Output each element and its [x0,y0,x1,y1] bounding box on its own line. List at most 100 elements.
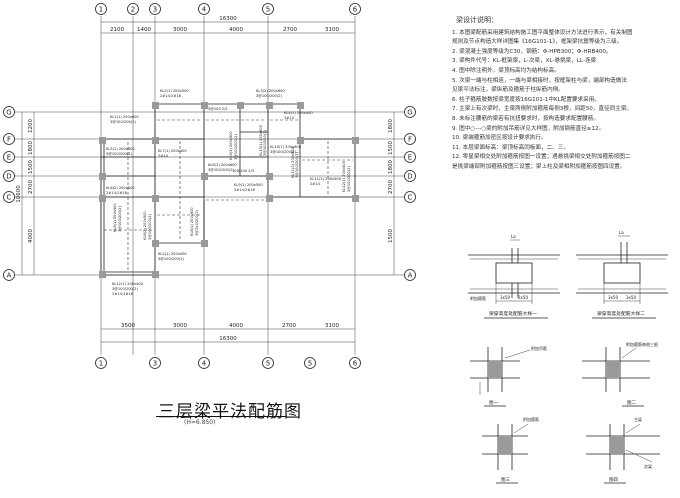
axis-label: F [408,136,412,144]
callout: 次梁 [644,463,652,469]
axis-label: 5 [266,360,270,368]
detail-caption: 梁穿高度处配筋大样二 [597,310,645,317]
note-item: 8. 未标注腰筋的梁若有抗扭要求时，按构造要求配置腰筋。 [452,115,599,122]
dimension: 2100 [110,27,124,33]
note-item: 1. 本图梁配筋采用建筑结构施工图平面整体设计方法进行表示，有关制图 [452,29,633,36]
detail-opening-2: La 3x50 3x50 梁穿高度处配筋大样二 [576,230,668,319]
axis-label: E [408,154,412,162]
beam-label: 10@100 2/3 [232,169,254,173]
beam-label: KL1(1) 200x600 [110,115,139,119]
axis-label: D [407,173,412,181]
axis-label: 3 [153,360,157,368]
beam-label: KL6(2) 200x500 [143,211,147,240]
dimension: 1400 [137,27,151,33]
beam-label: 2#14;2#16 [234,188,256,192]
dimension: 3000 [173,323,187,329]
axis-label: D [6,173,11,181]
beam-plan: KL1(1) 200x600 3@100/200(2) KL2(1) 200x5… [99,89,359,296]
dimension: 3500 [121,323,135,329]
dim-label: 3x50 [500,295,510,300]
note-item: 规则及节点构造大样详图集《16G101-1》，框架梁抗震等级为三级。 [452,39,623,46]
beam-label: KL3(2) 200x600 [256,89,285,93]
dimension: 1800 [388,160,394,174]
beam-label: 3@100/200(2) [106,152,132,156]
beam-label: 2#14 [158,154,169,158]
axis-label: E [7,154,11,162]
note-item: 9. 图中○---○梁的附加吊筋详见大样图，附加钢筋直径≥12。 [452,125,605,132]
beam-label: 5@100 2/2 [208,107,228,111]
dimension: 1500 [388,141,394,155]
axis-label: 5 [308,360,312,368]
axis-label: A [408,272,413,280]
beam-label: KL2(1) 200x500 [158,252,187,256]
dim-label: 附加箍筋 [470,295,486,301]
dimension-total: 16300 [219,16,237,22]
dim-label: La [619,230,624,235]
beam-label: 3@100/200(2) [148,214,152,240]
fig-caption: 图三 [501,477,510,483]
beam-label: 3@100/200(2) [270,150,296,154]
beam-label: 3@100/200(2) [347,166,351,192]
note-item: 6. 柱子箍筋肢数按梁宽度按16G101-1中KL配置要求采用。 [452,96,600,103]
fig-caption: 图四 [609,477,618,483]
beam-label: KL8(1) 200x600 [190,207,194,236]
dimension-lines: 16300 2100 1400 3000 4000 2700 3100 3500… [16,16,395,343]
note-item: 见梁平法标注，梁纵筋及箍筋于柱纵筋内侧。 [452,87,564,94]
beam-label: KL11(2) 200x500 [291,146,295,178]
dimension: 4000 [28,229,34,243]
beam-label: KL4(1) 200x400 [284,111,313,115]
axis-label: F [7,136,11,144]
beam-label: KL8(1) 200x600 [208,163,237,167]
dim-label: 3x50 [608,295,618,300]
beam-label: 2#14;2#16 [112,292,134,296]
callout: 附加吊筋 [531,345,547,351]
title-underline [156,416,286,417]
drawing-title: 三层梁平法配筋图 [158,402,302,422]
dimension: 1500 [28,160,34,174]
dimension: 1800 [28,141,34,155]
dimension: 10600 [16,185,22,203]
axis-label: 1 [99,6,103,14]
beam-label: KL9(1) 200x500 [229,131,233,160]
axis-label: C [408,194,413,202]
beam-label: 3@100/200(2) [263,130,267,156]
detail-figure-4: 主梁 次梁 图四 [586,416,660,484]
dimension: 2700 [388,180,394,194]
dimension: 3100 [325,27,339,33]
dimension: 4000 [229,27,243,33]
beam-label: KL2(1) 200x500 [160,89,189,93]
dimension: 3100 [325,323,339,329]
dimension-total: 16300 [219,336,237,342]
design-notes: 梁设计说明： 1. 本图梁配筋采用建筑结构施工图平面整体设计方法进行表示，有关制… [452,16,677,173]
axis-label: 1 [99,360,103,368]
detail-opening-1: La 3x50 3x50 附加箍筋 梁穿高度处配筋大样一 [468,234,560,319]
note-item: 是挑梁端部附加箍筋按图三设置；梁上柱及梁相附加箍筋按图四设置。 [452,163,626,170]
dimension: 2700 [283,27,297,33]
drawing-subtitle: (H=6.850) [184,419,216,426]
beam-label: KL6(2) 200x500 [106,186,135,190]
axis-label: 3 [153,6,157,14]
beam-label: 3@100/200(2) [295,152,299,178]
callout: 附加箍筋每侧三根 [626,341,658,347]
beam-label: KL10(1) 200x600 [270,145,302,149]
beam-label: 3@100/200(2) [158,257,184,261]
note-item: 4. 图中除注明外，梁顶标高均为结构标高。 [452,67,560,74]
dimension: 2700 [28,180,34,194]
note-item: 10. 梁端箍筋加密区按设计要求执行。 [452,135,547,142]
beam-label: KL12(1) 200x400 [112,282,144,286]
note-item: 7. 主梁上有次梁时，主梁两侧附加箍筋每侧3根，间距50，直径同主梁。 [452,106,633,113]
beam-label: KL12(1) 200x400 [342,160,346,192]
dimension: 1200 [28,119,34,133]
callout: 附加箍筋 [523,416,539,422]
dimension: 1500 [388,229,394,243]
dimension: 4000 [229,323,243,329]
beam-label: 2#14;2#16 [160,94,182,98]
axis-label: 5 [266,6,270,14]
beam-label: KL5(1) 200x500 [113,203,117,232]
beam-label: KL11(2) 200x500 [310,177,342,181]
dim-label: 3x50 [518,295,528,300]
beam-label: 3@100/200(2) [234,134,238,160]
axis-label: C [7,194,12,202]
beam-label: 2#14 [310,182,321,186]
